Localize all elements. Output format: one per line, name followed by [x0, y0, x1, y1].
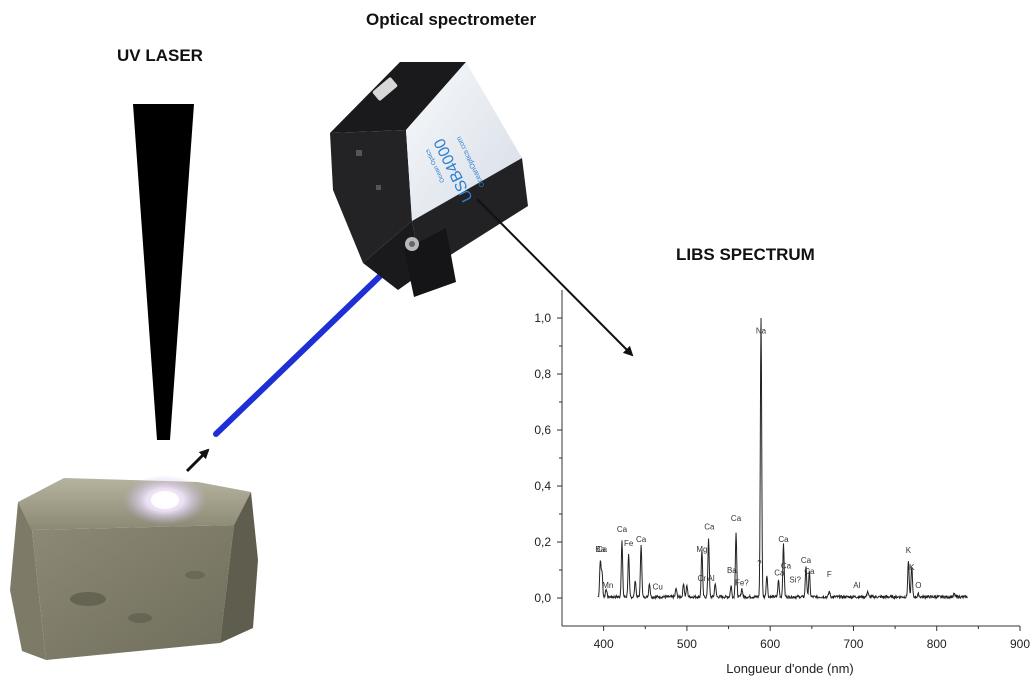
- peak-label: Ca: [804, 567, 815, 576]
- peak-label: Ca: [774, 569, 785, 578]
- y-tick-label: 0,6: [534, 423, 551, 437]
- x-tick-label: 800: [927, 637, 947, 651]
- peak-label: Ca: [704, 522, 715, 531]
- optical-fiber: [213, 250, 407, 437]
- y-tick-label: 0,8: [534, 367, 551, 381]
- peak-label: Mg: [696, 545, 707, 554]
- peak-label: K: [906, 546, 912, 555]
- spectrometer: USB4000 OceanOptics.com Ocean Optics: [330, 62, 528, 297]
- peak-label: Si?: [789, 576, 801, 585]
- peak-label: Ca: [781, 562, 792, 571]
- x-axis-label: Longueur d'onde (nm): [726, 661, 854, 676]
- peak-label: Ca: [801, 556, 812, 565]
- x-tick-label: 500: [677, 637, 697, 651]
- x-tick-label: 900: [1010, 637, 1030, 651]
- sample-arrow: [185, 448, 210, 473]
- peak-label: Ca: [597, 545, 608, 554]
- y-tick-label: 1,0: [534, 311, 551, 325]
- spectrum-line: [597, 317, 968, 601]
- y-tick-label: 0,4: [534, 479, 551, 493]
- x-tick-label: 400: [594, 637, 614, 651]
- uv-laser-label: UV LASER: [117, 46, 203, 65]
- peak-label: Na: [756, 326, 767, 335]
- libs-spectrum-label: LIBS SPECTRUM: [676, 245, 815, 264]
- x-tick-label: 600: [760, 637, 780, 651]
- chart-axes: 400 500 600 700 800 900 0,0 0,2 0,4 0,6 0,8 1,0: [534, 290, 1030, 651]
- peak-label: K: [909, 563, 915, 572]
- peak-label: Al: [853, 581, 860, 590]
- peak-label: Cu: [653, 583, 663, 592]
- peak-label: Al: [707, 574, 714, 583]
- peak-label: Ca: [617, 525, 628, 534]
- peak-label: Ca: [636, 535, 647, 544]
- peak-label: Fe: [624, 539, 634, 548]
- spectrum-arrow: [476, 198, 634, 357]
- y-tick-label: 0,0: [534, 591, 551, 605]
- peak-label: F: [827, 570, 832, 579]
- peak-label: Ca: [731, 514, 742, 523]
- peak-label: Mn: [602, 581, 613, 590]
- peak-label: Cr: [698, 574, 707, 583]
- y-tick-label: 0,2: [534, 535, 551, 549]
- peak-label: Ba: [595, 545, 605, 554]
- stone-sample: [10, 475, 258, 660]
- optical-spectrometer-label: Optical spectrometer: [366, 10, 537, 29]
- x-tick-label: 700: [843, 637, 863, 651]
- peak-label: Fe?: [735, 578, 749, 587]
- peak-label: ?: [757, 559, 762, 568]
- laser-beam: [133, 104, 194, 440]
- peak-label: Ca: [778, 535, 789, 544]
- peak-label: Ba: [727, 566, 737, 575]
- peak-label: O: [915, 581, 921, 590]
